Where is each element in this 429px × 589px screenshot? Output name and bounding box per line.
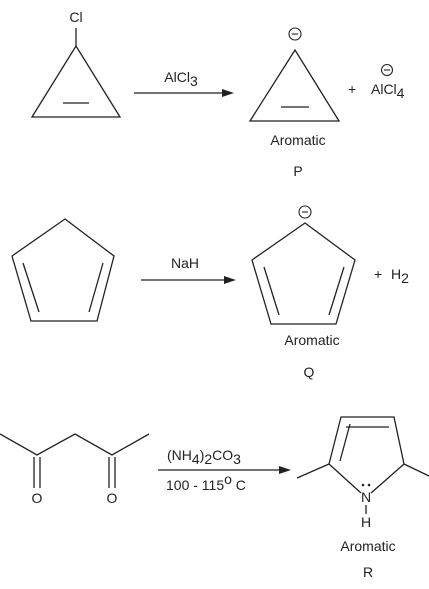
ring-double-bond-left xyxy=(263,266,280,316)
cyclopentadiene-molecule xyxy=(11,218,115,322)
negative-charge-icon xyxy=(298,205,312,219)
dimethylpyrrole-molecule: N H xyxy=(296,416,429,530)
plus-sign: + xyxy=(374,266,382,282)
product-p-aromatic-label: Aromatic xyxy=(270,132,325,148)
reagent-nah: NaH xyxy=(171,255,199,271)
nitrogen-atom: N xyxy=(361,489,371,505)
product-r-aromatic-label: Aromatic xyxy=(340,538,395,554)
product-r-letter: R xyxy=(363,564,373,580)
negative-charge-icon xyxy=(288,27,302,41)
chlorocyclopropene-molecule: Cl xyxy=(30,9,122,118)
cyclopentadienyl-anion-molecule xyxy=(251,205,356,325)
product-p-letter: P xyxy=(293,163,302,179)
arrowhead xyxy=(224,276,236,284)
alcl4-formula: AlCl4 xyxy=(371,81,405,101)
reaction-3: O O (NH4)2CO3 100 - 115o C N H Aromatic … xyxy=(0,416,429,580)
reaction-1: Cl AlCl3 + AlCl4 Aromatic P xyxy=(30,9,405,179)
reaction-2: NaH + H2 Aromatic Q xyxy=(11,205,409,380)
product-q-letter: Q xyxy=(304,364,315,380)
carbon-chain xyxy=(0,433,150,456)
arrowhead xyxy=(222,89,234,97)
ring-double-bond-left xyxy=(339,423,351,462)
reaction-arrow-2 xyxy=(141,276,236,284)
reagent-ammonium-carbonate: (NH4)2CO3 xyxy=(167,447,241,467)
methyl-bond-right xyxy=(403,463,429,477)
chlorine-atom: Cl xyxy=(69,9,82,25)
arrowhead xyxy=(279,466,291,474)
cyclopentadiene-ring xyxy=(11,218,115,322)
ring-double-bond-left xyxy=(22,262,40,313)
reaction-arrow-3 xyxy=(158,466,291,474)
methyl-bond-left xyxy=(296,463,330,479)
reaction-temperature: 100 - 115o C xyxy=(166,471,246,493)
cyclopropene-ring xyxy=(30,44,122,118)
reagent-alcl3: AlCl3 xyxy=(164,69,198,89)
lone-pair-dot-1 xyxy=(361,483,365,487)
oxygen-atom-1: O xyxy=(32,490,43,506)
cyclopropenyl-anion-molecule xyxy=(248,27,341,122)
hydrogen-atom: H xyxy=(361,514,371,530)
ring-double-bond-right xyxy=(88,262,104,313)
cyclopentadienyl-ring xyxy=(251,222,356,325)
pyrrole-ring xyxy=(328,416,405,494)
plus-sign: + xyxy=(348,81,356,97)
byproduct-alcl4: + AlCl4 xyxy=(348,63,405,101)
oxygen-atom-2: O xyxy=(107,490,118,506)
cyclopropenyl-ring xyxy=(248,48,341,122)
ring-double-bond-right xyxy=(328,266,345,316)
reaction-arrow-1 xyxy=(134,89,234,97)
byproduct-h2: + H2 xyxy=(374,266,409,286)
acetylacetone-molecule: O O xyxy=(0,433,150,506)
h2-formula: H2 xyxy=(391,266,409,286)
negative-charge-icon xyxy=(380,63,394,77)
lone-pair-dot-2 xyxy=(367,483,371,487)
product-q-aromatic-label: Aromatic xyxy=(284,332,339,348)
